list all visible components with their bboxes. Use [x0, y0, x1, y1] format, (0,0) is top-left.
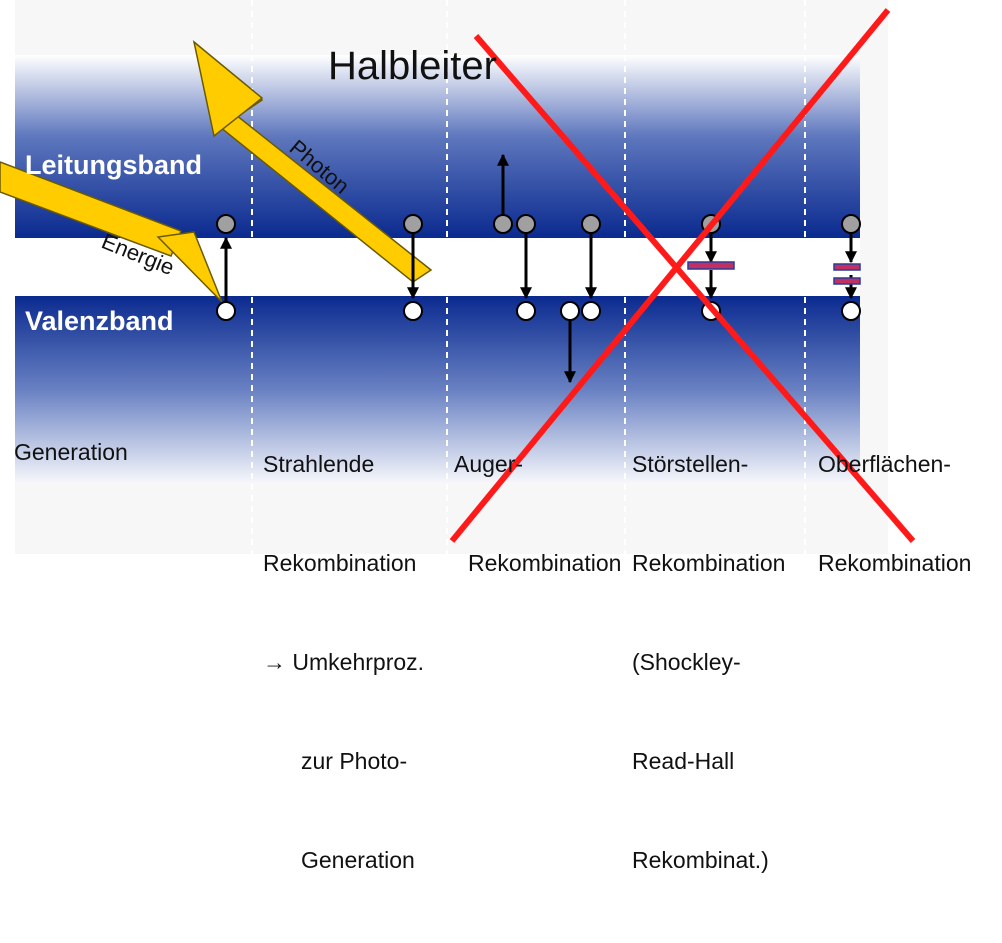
caption-line: Rekombinat.)	[632, 847, 769, 873]
caption-line: → Umkehrproz.	[263, 649, 425, 675]
caption-radiative: Strahlende Rekombination → Umkehrproz. z…	[263, 382, 424, 943]
caption-line: Generation	[301, 847, 415, 873]
cross-line	[473, 34, 916, 543]
surface-state	[833, 277, 861, 285]
band-diagram: Energie Photon	[0, 8, 916, 543]
surface-state	[833, 263, 861, 271]
caption-line: Rekombination	[632, 550, 786, 576]
photon-arrow	[192, 40, 433, 283]
trap-level	[687, 261, 735, 270]
caption-line: Rekombination	[263, 550, 417, 576]
electron-dot	[403, 214, 423, 234]
diagram-title: Halbleiter	[328, 44, 497, 88]
caption-line: Strahlende	[263, 451, 375, 477]
electron-dot	[516, 214, 536, 234]
caption-line: Rekombination	[818, 550, 972, 576]
caption-line: Auger-	[454, 451, 524, 477]
caption-line: Oberflächen-	[818, 451, 951, 477]
hole-dot	[216, 301, 236, 321]
caption-srh: Störstellen- Rekombination (Shockley- Re…	[632, 382, 785, 943]
diagram-stage: Energie Photon	[0, 8, 972, 873]
caption-line: (Shockley-	[632, 649, 741, 675]
hole-dot	[841, 301, 861, 321]
electron-dot	[841, 214, 861, 234]
hole-dot	[581, 301, 601, 321]
valence-band	[15, 296, 860, 482]
caption-line: Störstellen-	[632, 451, 749, 477]
energy-arrow	[0, 161, 223, 303]
hole-dot	[560, 301, 580, 321]
caption-line: Rekombination	[468, 550, 622, 576]
caption-line: zur Photo-	[301, 748, 408, 774]
caption-auger: Auger- Rekombination	[454, 382, 621, 646]
caption-line: Read-Hall	[632, 748, 735, 774]
conduction-band-label: Leitungsband	[25, 150, 202, 180]
caption-surface: Oberflächen- Rekombination	[818, 382, 971, 646]
electron-dot	[493, 214, 513, 234]
valence-band-label: Valenzband	[25, 306, 174, 336]
hole-dot	[516, 301, 536, 321]
conduction-band	[15, 55, 860, 238]
hole-dot	[403, 301, 423, 321]
electron-dot	[216, 214, 236, 234]
electron-dot	[581, 214, 601, 234]
cross-line	[449, 8, 891, 543]
caption-generation: Generation	[14, 370, 128, 535]
caption-line: Generation	[14, 439, 128, 465]
